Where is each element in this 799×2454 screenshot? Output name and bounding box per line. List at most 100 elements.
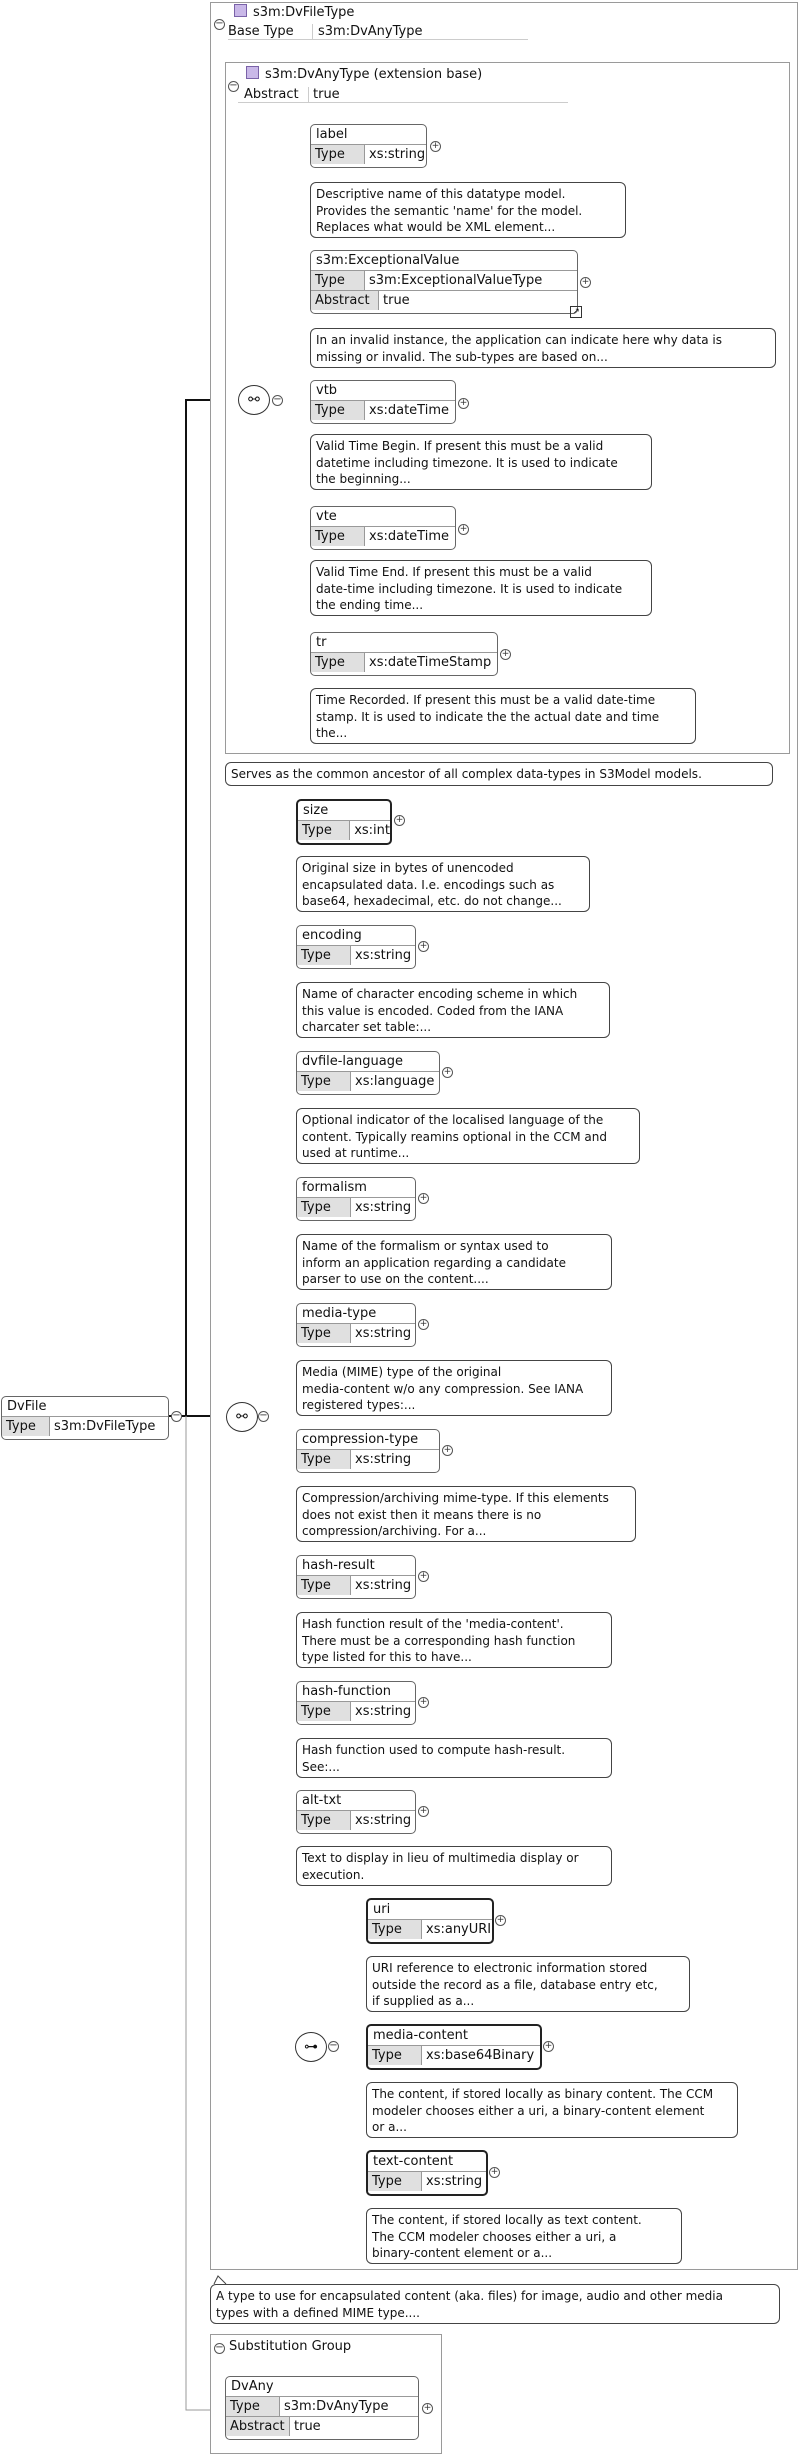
- documentation: Valid Time Begin. If present this must b…: [310, 434, 652, 490]
- expand-plus-icon[interactable]: +: [418, 1571, 429, 1582]
- collapse-minus-icon[interactable]: −: [272, 394, 283, 406]
- collapse-minus-icon[interactable]: −: [328, 2040, 339, 2052]
- expand-plus-icon[interactable]: +: [458, 524, 469, 535]
- element-name: vte: [311, 507, 455, 527]
- collapse-minus-icon[interactable]: −: [214, 18, 225, 30]
- expand-plus-icon[interactable]: +: [418, 1806, 429, 1817]
- element-name: size: [298, 801, 390, 821]
- element-name: encoding: [297, 926, 415, 946]
- expand-plus-icon[interactable]: +: [418, 1193, 429, 1204]
- sequence-compositor-icon[interactable]: ⚯: [238, 385, 270, 415]
- documentation: URI reference to electronic information …: [366, 1956, 690, 2012]
- expand-plus-icon[interactable]: +: [543, 2041, 554, 2052]
- element-name: formalism: [297, 1178, 415, 1198]
- base-type-key: Base Type: [228, 24, 313, 39]
- element-name: hash-result: [297, 1556, 415, 1576]
- documentation: The content, if stored locally as binary…: [366, 2082, 738, 2138]
- collapse-minus-icon[interactable]: −: [228, 80, 239, 92]
- expand-plus-icon[interactable]: +: [489, 2167, 500, 2178]
- documentation: The content, if stored locally as text c…: [366, 2208, 682, 2264]
- dvfiletype-basetype-row: Base Type s3m:DvAnyType: [228, 24, 528, 40]
- expand-plus-icon[interactable]: +: [442, 1067, 453, 1078]
- element-name: tr: [311, 633, 497, 653]
- expand-plus-icon[interactable]: +: [495, 1915, 506, 1926]
- substitution-group-title: −Substitution Group: [214, 2339, 352, 2354]
- collapse-minus-icon[interactable]: −: [171, 1410, 182, 1422]
- documentation: Valid Time End. If present this must be …: [310, 560, 652, 616]
- element-name: DvAny: [226, 2377, 418, 2397]
- documentation: Compression/archiving mime-type. If this…: [296, 1486, 636, 1542]
- expand-plus-icon[interactable]: +: [458, 398, 469, 409]
- element-name: DvFile: [2, 1397, 168, 1417]
- dvfile-documentation: A type to use for encapsulated content (…: [210, 2284, 780, 2324]
- element-name: text-content: [368, 2152, 486, 2172]
- documentation: Descriptive name of this datatype model.…: [310, 182, 626, 238]
- base-type-value: s3m:DvAnyType: [318, 24, 423, 39]
- sequence-compositor-icon[interactable]: ⚯: [226, 1402, 258, 1432]
- expand-plus-icon[interactable]: +: [418, 1697, 429, 1708]
- collapse-minus-icon[interactable]: −: [214, 2342, 225, 2354]
- expand-plus-icon[interactable]: +: [418, 1319, 429, 1330]
- expand-plus-icon[interactable]: +: [394, 815, 405, 826]
- expand-plus-icon[interactable]: +: [580, 277, 591, 288]
- documentation: In an invalid instance, the application …: [310, 328, 776, 368]
- element-name: media-content: [368, 2026, 540, 2046]
- element-name: uri: [368, 1900, 492, 1920]
- abstract-value: true: [313, 87, 340, 102]
- choice-compositor-icon[interactable]: ⊶: [295, 2032, 327, 2062]
- expand-plus-icon[interactable]: +: [430, 141, 441, 152]
- expand-plus-icon[interactable]: +: [500, 649, 511, 660]
- collapse-minus-icon[interactable]: −: [258, 1410, 269, 1422]
- expand-plus-icon[interactable]: +: [442, 1445, 453, 1456]
- expand-plus-icon[interactable]: +: [418, 941, 429, 952]
- complex-type-icon: [234, 4, 247, 17]
- element-name: alt-txt: [297, 1791, 415, 1811]
- documentation: Name of character encoding scheme in whi…: [296, 982, 610, 1038]
- element-name: hash-function: [297, 1682, 415, 1702]
- expand-plus-icon[interactable]: +: [422, 2403, 433, 2414]
- documentation: Hash function result of the 'media-conte…: [296, 1612, 612, 1668]
- dvanytype-abstract-row: Abstract true: [238, 87, 568, 103]
- documentation: Time Recorded. If present this must be a…: [310, 688, 696, 744]
- external-link-icon[interactable]: ↗: [570, 306, 582, 318]
